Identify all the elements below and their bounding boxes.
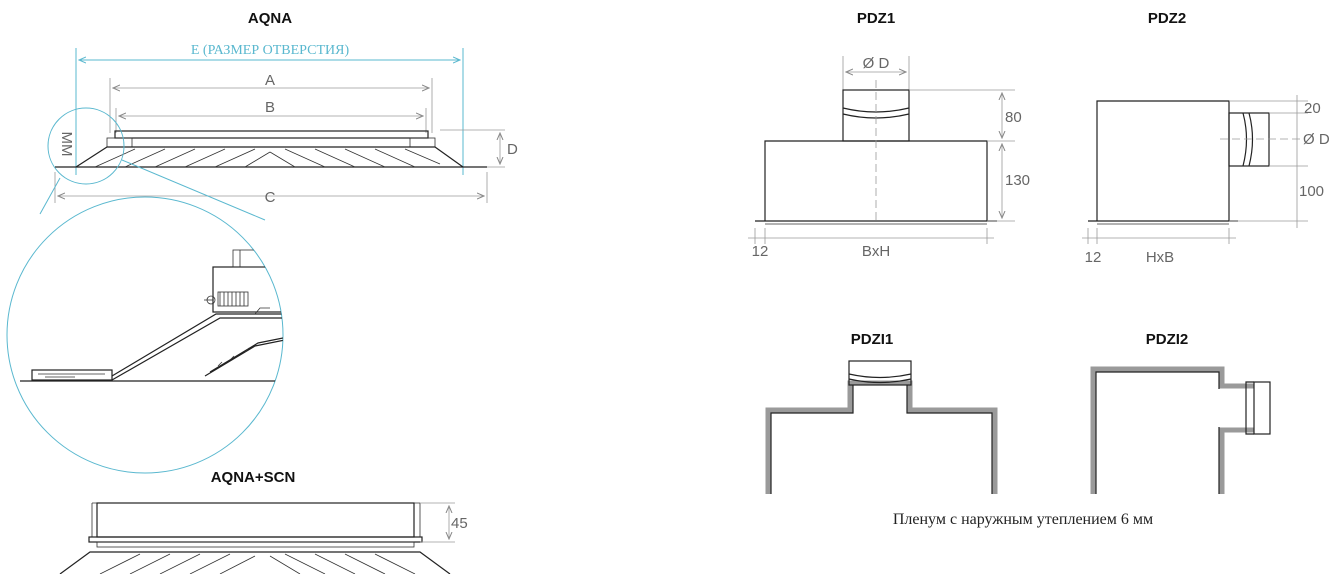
pdz1-diagram: PDZ1 Ø D 80 130 12 BxH	[748, 10, 1030, 260]
pdz1-width-label: BxH	[862, 243, 890, 260]
pdz1-title: PDZ1	[857, 10, 895, 27]
plenum-insulation-caption: Пленум с наружным утеплением 6 мм	[893, 511, 1153, 528]
dimension-e: E (РАЗМЕР ОТВЕРСТИЯ)	[75, 43, 464, 175]
pdz1-height-130-label: 130	[1005, 172, 1030, 189]
pdz2-width-label: HxB	[1146, 249, 1174, 266]
dimension-45-label: 45	[451, 515, 468, 532]
pdz2-diameter-label: Ø D	[1303, 131, 1330, 148]
dimension-d-label: D	[507, 141, 518, 158]
aqna-title: AQNA	[248, 10, 292, 27]
pdz2-flange-label: 12	[1085, 249, 1102, 266]
aqna-diagram: AQNA E (РАЗМЕР ОТВЕРСТИЯ) A B	[6, 10, 518, 474]
pdzi2-title: PDZI2	[1146, 331, 1189, 348]
pdzi2-diagram: PDZI2	[1090, 331, 1271, 494]
dimension-c-label: C	[265, 189, 276, 206]
detail-marker-mm-label: MM	[58, 132, 75, 157]
pdz2-title: PDZ2	[1148, 10, 1186, 27]
dimension-b: B	[115, 99, 427, 133]
pdz1-height-80-label: 80	[1005, 109, 1022, 126]
dimension-a-label: A	[265, 72, 275, 89]
pdzi1-diagram: PDZI1	[765, 331, 998, 494]
pdzi1-title: PDZI1	[851, 331, 894, 348]
pdz2-height-100-label: 100	[1299, 183, 1324, 200]
detail-marker-mm: MM	[39, 107, 266, 221]
dimension-b-label: B	[265, 99, 275, 116]
pdz1-diameter-label: Ø D	[863, 55, 890, 72]
aqna-scn-title: AQNA+SCN	[211, 469, 296, 486]
aqna-scn-diagram: AQNA+SCN 45	[59, 469, 468, 574]
aqna-detail-magnified	[6, 196, 284, 474]
dimension-c: C	[54, 172, 488, 206]
aqna-diffuser-section	[55, 130, 487, 168]
pdz1-flange-label: 12	[752, 243, 769, 260]
dimension-e-label: E (РАЗМЕР ОТВЕРСТИЯ)	[191, 43, 350, 58]
pdz2-diagram: PDZ2 20 Ø D 100 12 HxB	[1082, 10, 1330, 266]
dimension-a: A	[109, 72, 433, 133]
pdz2-top-20-label: 20	[1304, 100, 1321, 117]
dimension-d: D	[440, 129, 518, 168]
